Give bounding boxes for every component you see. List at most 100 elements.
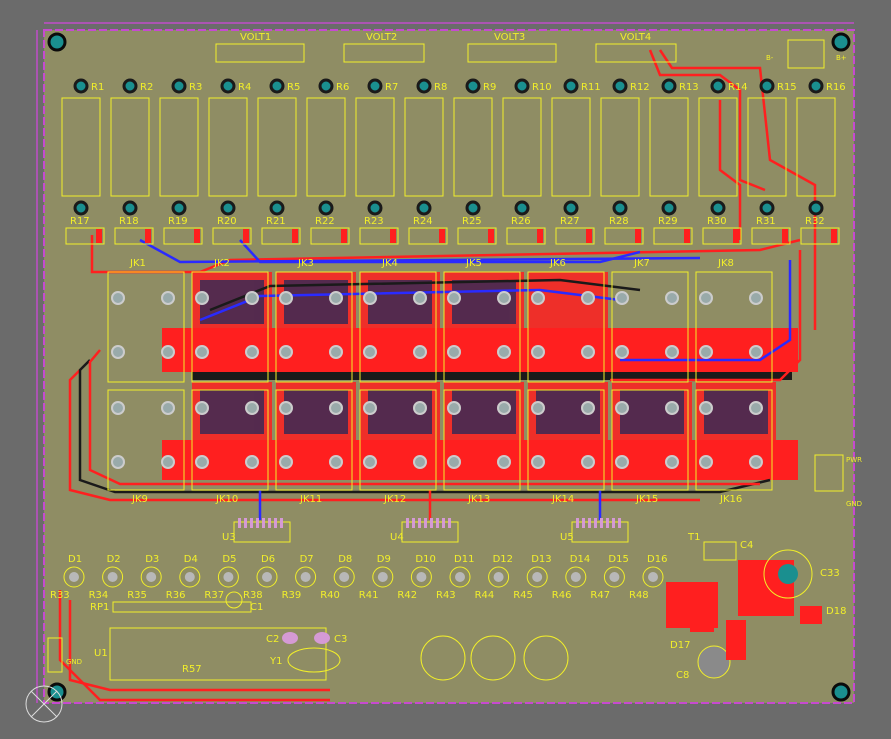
jack-outline <box>443 271 521 383</box>
ic-pin <box>412 518 415 528</box>
relay-label: R7 <box>385 82 398 93</box>
resistor-low-label: R44 <box>475 590 495 601</box>
ic-label: U3 <box>222 532 236 543</box>
label-rp1: RP1 <box>90 602 109 613</box>
resistor-outline <box>653 227 693 245</box>
label-d18: D18 <box>826 606 846 617</box>
resistor-pad <box>96 229 102 243</box>
led-outline <box>488 566 510 588</box>
label-c3: C3 <box>334 634 347 645</box>
jack-pad <box>195 401 209 415</box>
jack-pad <box>665 455 679 469</box>
led-outline <box>217 566 239 588</box>
relay-body <box>698 97 738 197</box>
resistor-label: R30 <box>707 216 727 227</box>
ic-pin <box>448 518 451 528</box>
header-label-volt3: VOLT3 <box>494 32 525 43</box>
resistor-outline <box>800 227 840 245</box>
jack-pad <box>615 401 629 415</box>
resistor-outline <box>751 227 791 245</box>
ic-pin <box>600 518 603 528</box>
led-pad <box>570 572 581 582</box>
jack-pad <box>749 455 763 469</box>
led-label: D16 <box>647 554 667 565</box>
resistor-outline <box>702 227 742 245</box>
label-b-plus: B+ <box>836 54 847 62</box>
resistor-low-label: R48 <box>629 590 649 601</box>
jack-label: JK12 <box>383 494 406 505</box>
jack-outline <box>359 271 437 383</box>
resistor-label: R23 <box>364 216 384 227</box>
resistor-pad <box>635 229 641 243</box>
jack-pad <box>531 401 545 415</box>
jack-pad <box>329 455 343 469</box>
resistor-pad <box>243 229 249 243</box>
resistor-label: R27 <box>560 216 580 227</box>
jack-label: JK7 <box>633 258 650 269</box>
relay-pad <box>710 200 726 216</box>
resistor-outline <box>163 227 203 245</box>
relay-pad <box>416 78 432 94</box>
relay-body <box>159 97 199 197</box>
resistor-label: R24 <box>413 216 433 227</box>
jack-label: JK13 <box>467 494 490 505</box>
relay-label: R6 <box>336 82 349 93</box>
jack-pad <box>581 401 595 415</box>
ic-pin <box>418 518 421 528</box>
relay-pad <box>563 78 579 94</box>
relay-label: R16 <box>826 82 846 93</box>
led-label: D15 <box>608 554 628 565</box>
resistor-pad <box>782 229 788 243</box>
resistor-low-label: R33 <box>50 590 70 601</box>
led-label: D10 <box>415 554 435 565</box>
relay-label: R12 <box>630 82 650 93</box>
jack-pad <box>581 291 595 305</box>
resistor-low-label: R34 <box>89 590 109 601</box>
jack-pad <box>363 345 377 359</box>
jack-pad <box>413 455 427 469</box>
jack-pad <box>615 345 629 359</box>
ic-pin <box>238 518 241 528</box>
resistor-low-label: R39 <box>282 590 302 601</box>
led-pad <box>416 572 427 582</box>
resistor-outline <box>114 227 154 245</box>
led-outline <box>603 566 625 588</box>
led-label: D12 <box>493 554 513 565</box>
resistor-low-label: R36 <box>166 590 186 601</box>
resistor-pad <box>145 229 151 243</box>
relay-pad <box>808 200 824 216</box>
label-c33: C33 <box>820 568 840 579</box>
relay-body <box>551 97 591 197</box>
relay-pad <box>661 78 677 94</box>
jack-pad <box>749 291 763 305</box>
jack-pad <box>111 455 125 469</box>
power-section <box>666 541 822 679</box>
header-label-volt4: VOLT4 <box>620 32 651 43</box>
label-gnd-right: GND <box>846 500 862 508</box>
led-pad <box>107 572 118 582</box>
jack-pad <box>447 345 461 359</box>
relay-body <box>502 97 542 197</box>
jack-pad <box>413 345 427 359</box>
relay-body <box>61 97 101 197</box>
relay-pad <box>73 78 89 94</box>
controller-labels: RP1 U1 R57 C1 C2 C3 Y1 <box>90 602 347 675</box>
resistor-label: R28 <box>609 216 629 227</box>
relay-body <box>747 97 787 197</box>
jack-pad <box>665 291 679 305</box>
relay-label: R8 <box>434 82 447 93</box>
jack-pad <box>531 345 545 359</box>
ic-label: U4 <box>390 532 404 543</box>
relay-pad <box>367 78 383 94</box>
ic-pin <box>594 518 597 528</box>
led-pad <box>223 572 234 582</box>
relay-pad <box>269 200 285 216</box>
label-c1: C1 <box>250 602 263 613</box>
resistor-pad <box>292 229 298 243</box>
resistor-label: R20 <box>217 216 237 227</box>
label-u1: U1 <box>94 648 108 659</box>
led-outline <box>449 566 471 588</box>
